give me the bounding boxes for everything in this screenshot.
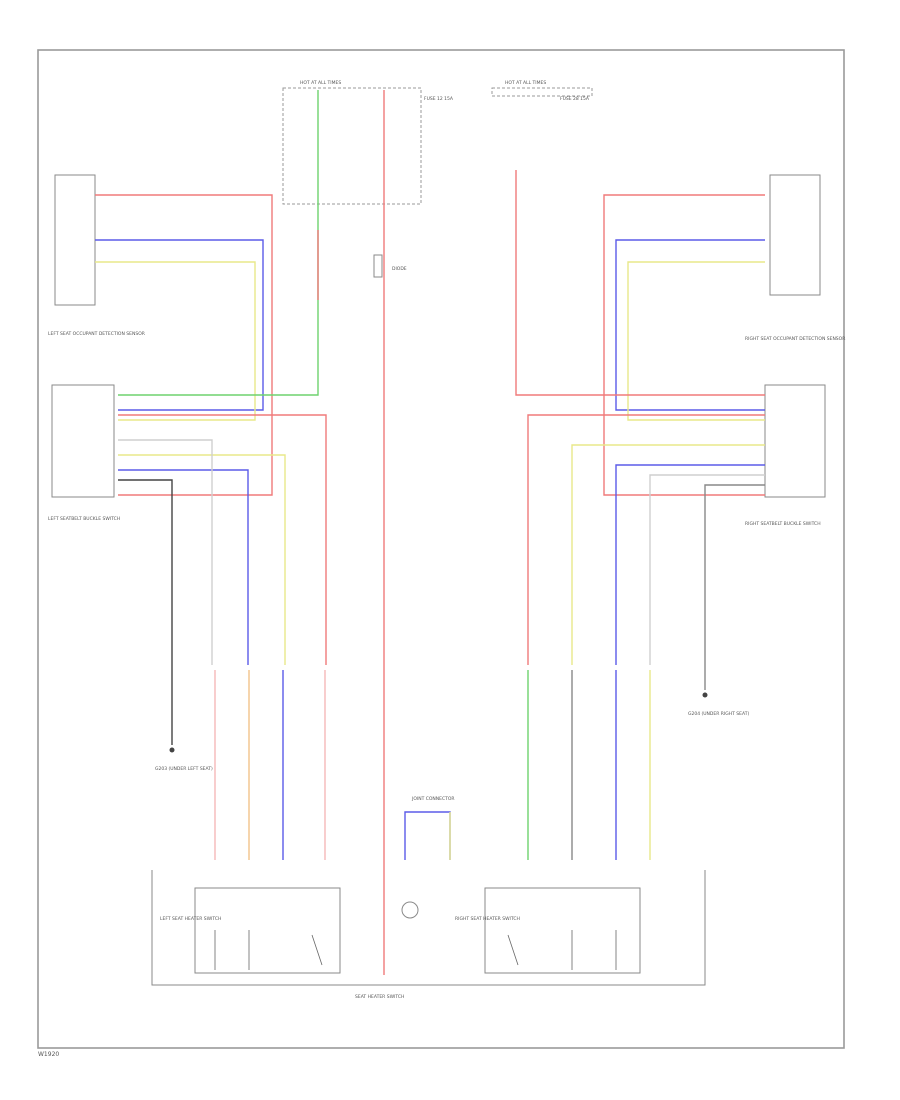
center-feed: DIODE — [317, 90, 407, 975]
switch-contacts — [214, 930, 617, 970]
hot-label-right: HOT AT ALL TIMES — [505, 80, 546, 86]
left-seat-sensor-label: LEFT SEAT OCCUPANT DETECTION SENSOR — [48, 331, 145, 337]
left-module-label: LEFT SEATBELT BUCKLE SWITCH — [48, 516, 120, 522]
right-module-label: RIGHT SEATBELT BUCKLE SWITCH — [745, 521, 821, 527]
hot-label-left: HOT AT ALL TIMES — [300, 80, 341, 86]
right-wires — [515, 170, 765, 860]
fuse-label-right: FUSE 28 15A — [560, 96, 590, 102]
bottom-frame-line — [151, 870, 706, 986]
diagram-code: W1920 — [38, 1051, 59, 1058]
diagram-frame — [37, 49, 845, 1049]
illumination-loop — [404, 811, 451, 860]
svg-text:G204 (UNDER RIGHT SEAT): G204 (UNDER RIGHT SEAT) — [688, 711, 749, 717]
center-caption: SEAT HEATER SWITCH — [355, 994, 404, 1000]
right-heater-switch-box — [484, 887, 641, 974]
left-seat-sensor-box — [54, 174, 96, 306]
fuse-box-right — [491, 87, 593, 97]
fuse-box-left — [282, 87, 422, 205]
left-switch-label: LEFT SEAT HEATER SWITCH — [160, 916, 221, 922]
diode-label: DIODE — [392, 266, 407, 272]
right-seat-sensor-box — [769, 174, 821, 296]
left-wires — [95, 90, 327, 860]
right-switch-label: RIGHT SEAT HEATER SWITCH — [455, 916, 520, 922]
junction-label: JOINT CONNECTOR — [411, 796, 455, 802]
right-ground-symbol: G204 (UNDER RIGHT SEAT) — [688, 692, 749, 717]
svg-text:G203 (UNDER LEFT SEAT): G203 (UNDER LEFT SEAT) — [155, 766, 213, 772]
left-heater-switch-box — [194, 887, 341, 974]
fuse-label-left: FUSE 12 15A — [424, 96, 454, 102]
left-module-box — [51, 384, 115, 498]
right-seat-sensor-label: RIGHT SEAT OCCUPANT DETECTION SENSOR — [745, 336, 845, 342]
left-ground-symbol: G203 (UNDER LEFT SEAT) — [155, 747, 213, 772]
right-module-box — [764, 384, 826, 498]
